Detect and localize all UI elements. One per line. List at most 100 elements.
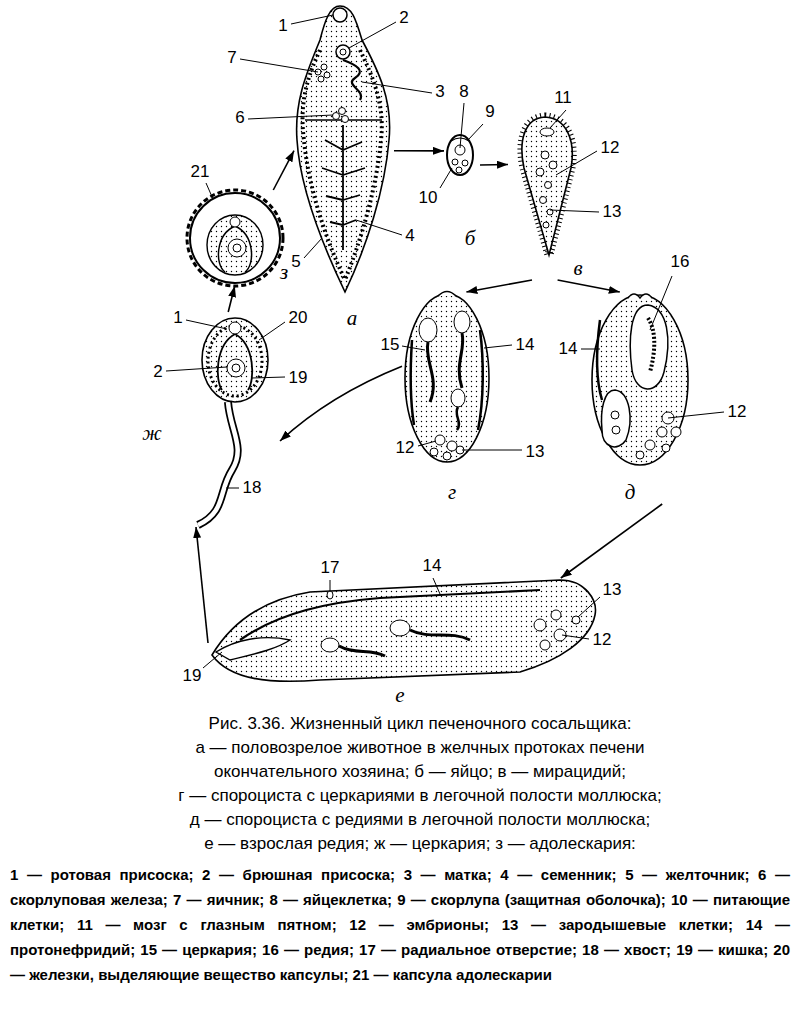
callout-holder: 10 [419,189,438,207]
sporocyst-with-cercariae-part-part [443,452,451,460]
callout-number: 19 [183,666,202,685]
adult-fluke-part [333,113,340,120]
sporocyst-with-cercariae-part [427,342,433,402]
leader-lines-part [330,580,331,592]
stage-letter: в [573,256,582,280]
callout-number: 20 [289,308,308,327]
miracidium-part-part [541,151,549,159]
callout-holder: 3 [435,83,444,101]
adult-redia-part-part [534,619,546,631]
leader-lines-part [650,276,672,330]
adult-fluke-part [322,125,365,250]
caption-line: а — половозрелое животное в желчных прот… [185,736,655,784]
cycle-arrow [196,527,208,643]
sporocyst-with-rediae-part [592,295,688,465]
cycle-arrow [561,504,662,578]
callout-number: 8 [459,82,468,101]
caption-line: е — взрослая редия; ж — церкария; з — ад… [80,832,760,856]
stage-letter: б [465,226,476,250]
sporocyst-with-cercariae-part [451,389,465,407]
callout-holder: 15 [381,336,400,354]
callout-holder: 4 [405,227,414,245]
adult-redia-part-part [551,610,561,620]
callout-number: 10 [419,188,438,207]
stage-letter-holder: д [625,481,636,503]
callout-holder: 20 [289,309,308,327]
adult-fluke-part [324,72,330,78]
stage-letter: з [280,260,288,284]
leader-lines-part [291,15,333,24]
miracidium-part-part [549,161,557,169]
adult-fluke-part [302,50,345,280]
stage-letter: г [448,480,456,504]
sporocyst-with-rediae-part-part [671,427,681,437]
callout-holder: 13 [526,443,545,461]
stage-letter: ж [142,421,162,445]
sporocyst-with-cercariae-part [419,318,437,342]
leader-lines-part [362,82,432,93]
leader-lines-part [349,22,396,48]
stage-figure: б [444,132,480,250]
adult-fluke-part [333,8,347,22]
callout-number: 1 [173,308,182,327]
leader-lines-part [248,115,333,119]
stage-letter-holder: а [347,307,358,329]
callout-number: 2 [153,362,162,381]
leader-lines-part [240,59,318,72]
callout-number: 7 [227,48,236,67]
leader-lines-part [356,220,402,235]
adult-fluke-part [339,108,346,115]
callout-number: 14 [516,335,535,354]
leader-lines-part [562,635,589,639]
cercaria-part [208,326,262,396]
callout-number: 6 [235,108,244,127]
callout-holder: 21 [191,163,210,181]
sporocyst-with-rediae-part [602,390,631,447]
cercaria-part [202,318,268,402]
callout-number: 4 [405,226,414,245]
adult-redia-part [390,620,410,636]
callout-number: 13 [603,202,622,221]
caption-line-holder: е — взрослая редия; ж — церкария; з — ад… [80,832,760,856]
leader-lines-part [462,450,522,451]
callout-holder: 13 [603,203,622,221]
callout-number: 12 [396,438,415,457]
adolescaria-part [230,217,240,227]
cycle-arrow [558,280,620,292]
adolescaria-part [207,215,263,275]
sporocyst-with-cercariae-part [438,292,456,297]
callout-holder: 5 [291,253,300,271]
stage-letter: д [625,480,636,504]
leader-lines-part [206,183,213,199]
callout-number: 1 [278,16,287,35]
leader-lines-part [550,110,566,128]
sporocyst-with-rediae-part-part [657,427,667,437]
stage-letter-holder: г [448,481,456,503]
leader-lines-part [556,151,597,175]
sporocyst-with-rediae-part [597,320,602,400]
legend-key-holder: 1 — ротовая присоска; 2 — брюшная присос… [10,862,790,987]
callout-number: 12 [728,402,747,421]
stage-letter-holder: е [395,684,404,706]
stage-letter: а [347,306,358,330]
callout-holder: 1 [173,309,182,327]
stage-letter-holder: ж [142,422,162,444]
cycle-arrow [273,151,294,190]
stage-letter-holder: в [573,257,582,279]
cercaria-part [227,359,245,377]
callout-holder: 19 [289,369,308,387]
adult-redia-part [216,638,290,660]
callout-number: 2 [399,8,408,27]
stage-figure: в [508,115,588,280]
leader-lines-part [581,349,600,350]
callout-number: 15 [381,335,400,354]
sporocyst-with-cercariae-part-part [430,448,438,456]
miracidium [522,117,572,255]
stage-letter: е [395,683,404,707]
callout-holder: 14 [423,557,442,575]
callout-holder: 16 [671,253,690,271]
adult-fluke-part [297,6,390,292]
callout-holder: 2 [153,363,162,381]
callout-holder: 12 [601,139,620,157]
leader-lines-part [433,578,440,594]
